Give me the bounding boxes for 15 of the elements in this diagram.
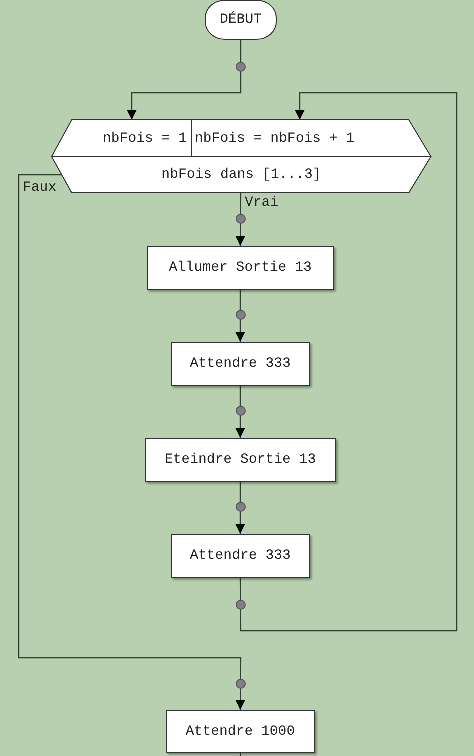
process-box: Attendre 1000	[166, 710, 315, 753]
connector-arrow	[236, 482, 246, 534]
loop-step-text: nbFois = nbFois + 1	[191, 120, 409, 157]
loop-init-text: nbFois = 1	[72, 120, 191, 157]
connector-arrow	[236, 290, 246, 342]
process-box: Allumer Sortie 13	[147, 246, 334, 290]
connector-arrow	[240, 92, 458, 632]
connector-arrow	[127, 40, 242, 120]
connector-arrow	[236, 386, 246, 438]
connector-arrow	[236, 193, 246, 246]
start-terminal: DÉBUT	[205, 0, 277, 40]
process-box: Eteindre Sortie 13	[145, 438, 336, 482]
process-box: Attendre 333	[171, 534, 310, 578]
process-box: Attendre 333	[171, 342, 310, 386]
connector-arrow	[18, 174, 246, 710]
